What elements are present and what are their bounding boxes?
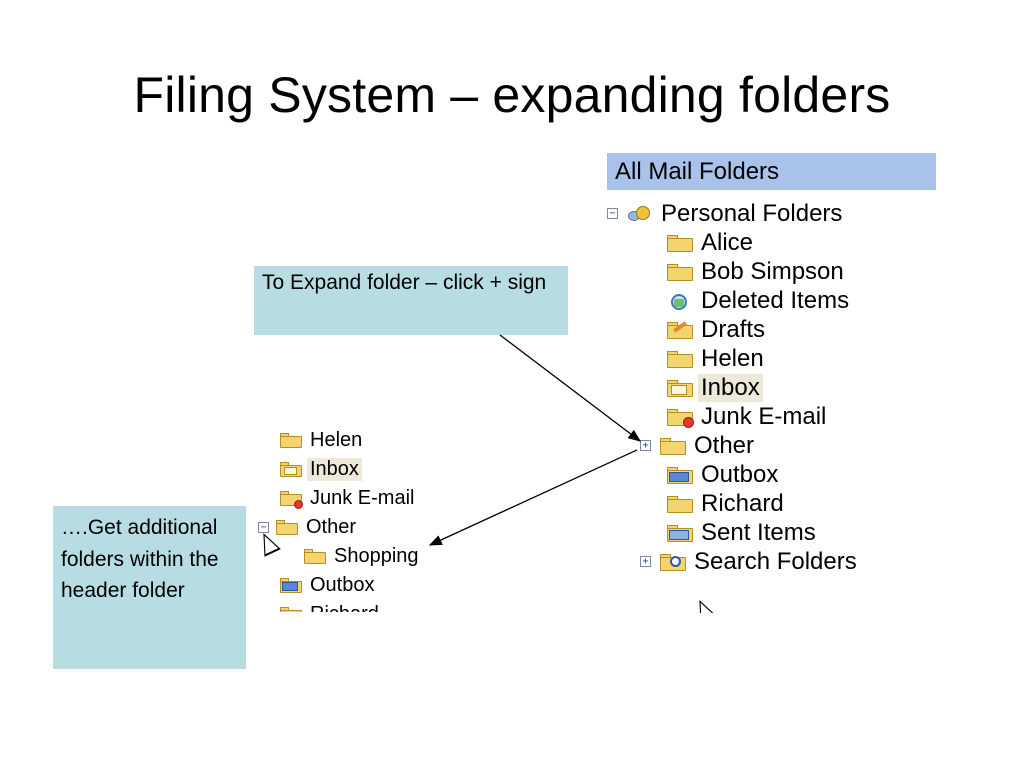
folder-icon [278, 431, 304, 451]
outbox-icon [665, 464, 695, 486]
drafts-icon [665, 319, 695, 341]
collapse-icon[interactable]: − [258, 522, 269, 533]
tree-row-bob-simpson[interactable]: Bob Simpson [665, 257, 847, 286]
tree-row-label: Helen [701, 344, 764, 372]
sent-items-icon [665, 522, 695, 544]
tree-row-label: Inbox [698, 373, 763, 402]
tree-row-richard[interactable]: Richard [278, 600, 382, 612]
folder-icon [278, 605, 304, 612]
search-folders-icon [658, 551, 688, 573]
tree-row-outbox[interactable]: Outbox [278, 571, 377, 600]
junk-email-icon [665, 406, 695, 428]
tree-row-label: Helen [310, 429, 363, 451]
collapse-icon[interactable]: − [607, 208, 618, 219]
tree-row-label: Shopping [334, 545, 419, 567]
slide-title: Filing System – expanding folders [133, 67, 891, 123]
tree-row-label: Outbox [310, 574, 375, 596]
tree-row-drafts[interactable]: Drafts [665, 315, 768, 344]
tree-row-outbox[interactable]: Outbox [665, 460, 781, 489]
tree-row-label: Richard [701, 489, 784, 517]
tree-row-label: Other [306, 516, 357, 538]
tree-row-other[interactable]: + Other [640, 431, 757, 460]
junk-email-icon [278, 489, 304, 509]
tree-row-personal-folders[interactable]: − Personal Folders [607, 199, 845, 228]
tree-row-inbox[interactable]: Inbox [278, 455, 362, 484]
tree-row-alice[interactable]: Alice [665, 228, 756, 257]
expand-icon[interactable]: + [640, 556, 651, 567]
tree-row-label: Personal Folders [661, 199, 843, 227]
expanded-folder-example: Helen Inbox Junk E-mail − Other Shopping… [258, 424, 458, 612]
tree-row-label: Alice [701, 228, 754, 256]
arrow-to-subfolder [428, 449, 638, 546]
deleted-items-icon [665, 290, 695, 312]
expand-hint-callout: To Expand folder – click + sign [254, 266, 568, 335]
tree-row-label: Outbox [701, 460, 779, 488]
tree-row-label: Inbox [307, 458, 362, 481]
expand-icon[interactable]: + [640, 440, 651, 451]
tree-row-inbox[interactable]: Inbox [665, 373, 763, 402]
folder-icon [665, 348, 695, 370]
tree-row-junk-email[interactable]: Junk E-mail [665, 402, 829, 431]
tree-row-sent-items[interactable]: Sent Items [665, 518, 819, 547]
tree-row-shopping[interactable]: Shopping [302, 542, 422, 571]
tree-row-label: Other [694, 431, 755, 459]
tree-row-other[interactable]: − Other [258, 513, 359, 542]
folder-icon [274, 518, 300, 538]
tree-row-label: Junk E-mail [310, 487, 415, 509]
folder-icon [658, 435, 688, 457]
inbox-icon [665, 377, 695, 399]
inbox-icon [278, 460, 304, 480]
panel-header: All Mail Folders [607, 153, 936, 190]
subfolders-hint-callout: ….Get additional folders within the head… [53, 506, 246, 669]
tree-row-label: Junk E-mail [701, 402, 827, 430]
tree-row-label: Search Folders [694, 547, 857, 575]
arrow-to-plus-sign [499, 334, 642, 442]
tree-row-label: Bob Simpson [701, 257, 844, 285]
tree-row-junk-email[interactable]: Junk E-mail [278, 484, 417, 513]
all-mail-folders-panel: All Mail Folders − Personal Folders Alic… [607, 153, 936, 613]
tree-row-search-folders[interactable]: + Search Folders [640, 547, 860, 576]
tree-row-helen[interactable]: Helen [665, 344, 767, 373]
personal-folders-icon [625, 203, 655, 225]
tree-row-label: Drafts [701, 315, 766, 343]
folder-icon [665, 232, 695, 254]
folder-icon [302, 547, 328, 567]
tree-row-label: Deleted Items [701, 286, 850, 314]
tree-row-deleted-items[interactable]: Deleted Items [665, 286, 852, 315]
tree-row-helen[interactable]: Helen [278, 426, 365, 455]
tree-row-richard[interactable]: Richard [665, 489, 787, 518]
tree-row-label: Richard [307, 603, 382, 612]
tree-row-label: Sent Items [701, 518, 816, 546]
folder-icon [665, 261, 695, 283]
outbox-icon [278, 576, 304, 596]
folder-icon [665, 493, 695, 515]
